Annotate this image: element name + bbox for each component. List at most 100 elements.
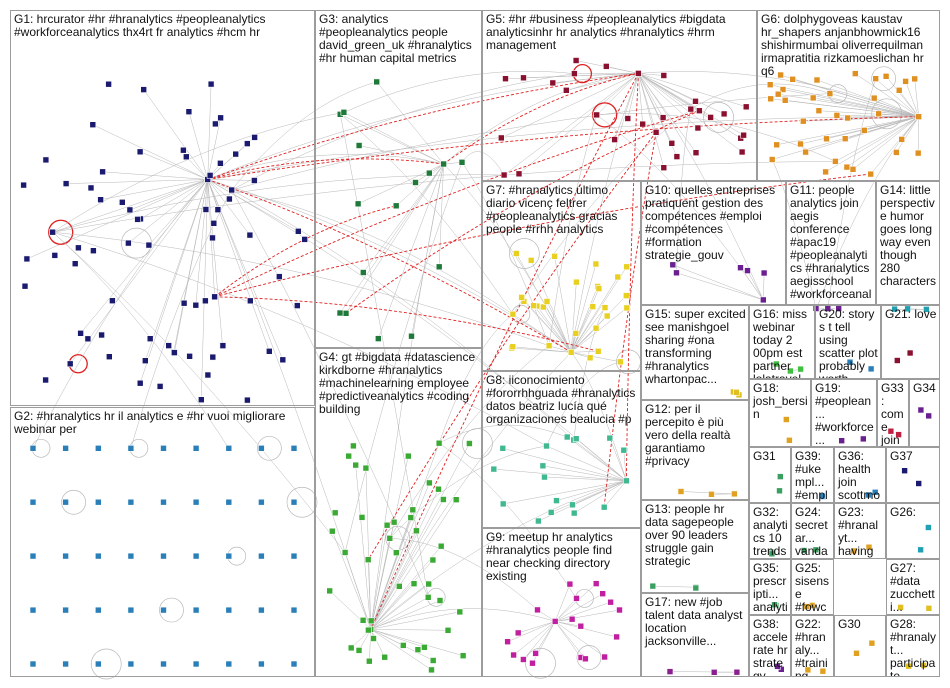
- edge-g7-1: [571, 351, 599, 353]
- node-g4-38: [444, 626, 452, 634]
- edge-g7-24: [571, 328, 597, 353]
- group-label-g18: G18: josh_bersin: [753, 381, 808, 421]
- node-g5-1: [696, 107, 703, 114]
- edge-g8-1: [603, 480, 627, 508]
- node-g7-6: [545, 342, 553, 350]
- node-g4-30: [429, 657, 437, 664]
- node-g28-0: [920, 662, 927, 669]
- node-g2-28: [62, 606, 69, 614]
- edge-g6-29: [898, 90, 919, 117]
- node-g9-9: [601, 653, 608, 661]
- edge-g1-5: [207, 179, 232, 191]
- edge-g4-17: [370, 443, 470, 630]
- node-g9-14: [568, 615, 576, 623]
- node-g1-21: [251, 177, 258, 184]
- inter-edge-8-2: [548, 114, 597, 346]
- inter-edge-16-1: [438, 314, 514, 444]
- edge-g4-16: [370, 629, 385, 658]
- highlight-edge-3-1: [367, 132, 657, 560]
- node-g4-1: [364, 556, 372, 564]
- node-g6-29: [895, 87, 903, 94]
- node-g7-17: [512, 250, 520, 257]
- edge-g1-36: [195, 179, 208, 306]
- edge-g9-2: [555, 609, 620, 622]
- node-g1-69: [109, 297, 116, 305]
- node-g33-0: [895, 431, 902, 438]
- node-g4-17: [466, 440, 473, 447]
- node-g1-56: [134, 216, 141, 223]
- node-g35-1: [771, 601, 778, 609]
- node-g7-23: [589, 303, 597, 310]
- node-g4-28: [326, 587, 334, 595]
- inter-edge-4-1: [231, 189, 429, 598]
- highlight-edge-2-0: [207, 116, 919, 180]
- inter-edge-2-0: [207, 116, 919, 180]
- node-g1-15: [251, 134, 258, 141]
- edge-g1-21: [207, 179, 255, 181]
- node-g7-11: [623, 263, 631, 271]
- edge-g6-32: [825, 116, 919, 173]
- node-g9-8: [514, 629, 522, 637]
- node-g4-12: [459, 652, 467, 660]
- node-g6-24: [815, 107, 823, 114]
- node-g6-25: [833, 112, 841, 119]
- node-g4-32: [352, 461, 360, 469]
- node-g6-32: [822, 168, 829, 176]
- group-label-g34: G34: [913, 381, 936, 395]
- node-g3-7: [435, 263, 443, 271]
- edge-g1-14: [140, 179, 208, 220]
- edge-g7-26: [570, 288, 600, 353]
- edge-g1-27: [129, 179, 208, 211]
- node-g14-1: [891, 305, 898, 313]
- node-g2-2: [95, 444, 102, 452]
- self-loop-g6-1: [871, 66, 897, 92]
- node-g9-17: [529, 659, 536, 667]
- node-g8-10: [606, 434, 614, 442]
- node-g8-6: [543, 442, 550, 450]
- edge-g1-30: [92, 124, 208, 180]
- node-g5-7: [692, 149, 700, 156]
- group-box-g34: G34: [909, 379, 940, 447]
- group-box-g1: G1: hrcurator #hr #hranalytics #peoplean…: [10, 10, 315, 406]
- edge-g6-6: [835, 116, 919, 162]
- edge-g9-15: [555, 621, 617, 638]
- group-label-g19: G19: #peoplean... #workforce... #hranaly…: [815, 381, 874, 447]
- node-g1-34: [246, 231, 254, 239]
- node-g4-39: [435, 485, 442, 493]
- node-g8-12: [539, 462, 547, 470]
- inter-edge-15-2: [461, 162, 550, 346]
- node-g2-34: [258, 606, 265, 614]
- edge-g10-4: [763, 272, 765, 300]
- group-box-g28: G28: #hranalyt... participate sierra...: [886, 615, 940, 677]
- edge-g7-27: [570, 263, 597, 353]
- node-g2-0: [29, 444, 37, 452]
- highlight-edge-5-1: [214, 296, 599, 352]
- node-g6-8: [789, 76, 797, 83]
- node-g1-38: [145, 241, 153, 249]
- node-g6-23: [767, 95, 775, 103]
- node-g4-3: [424, 593, 432, 601]
- node-g1-11: [226, 195, 233, 203]
- node-g17-0: [733, 668, 741, 676]
- node-g10-4: [760, 269, 768, 277]
- edge-g4-4: [365, 468, 372, 630]
- node-g12-2: [708, 490, 715, 498]
- node-g2-5: [192, 444, 200, 452]
- node-g7-27: [592, 260, 600, 268]
- node-g1-64: [209, 234, 216, 242]
- edge-g1-17: [128, 179, 208, 244]
- node-g1-29: [140, 86, 147, 93]
- group-box-g8: G8: iiconocimiento #fororrhhguada #hrana…: [482, 371, 641, 528]
- node-g3-15: [359, 269, 367, 276]
- node-g6-10: [872, 75, 880, 82]
- edge-g5-10: [596, 73, 639, 116]
- edge-g9-19: [555, 583, 597, 622]
- node-g7-28: [573, 278, 580, 286]
- node-g1-18: [294, 228, 302, 235]
- node-g1-60: [186, 352, 193, 360]
- inter-edge-11-0: [571, 352, 627, 481]
- node-g23-0: [865, 543, 873, 551]
- node-g7-3: [509, 310, 517, 318]
- node-g4-25: [410, 580, 418, 588]
- edge-g9-9: [555, 621, 605, 658]
